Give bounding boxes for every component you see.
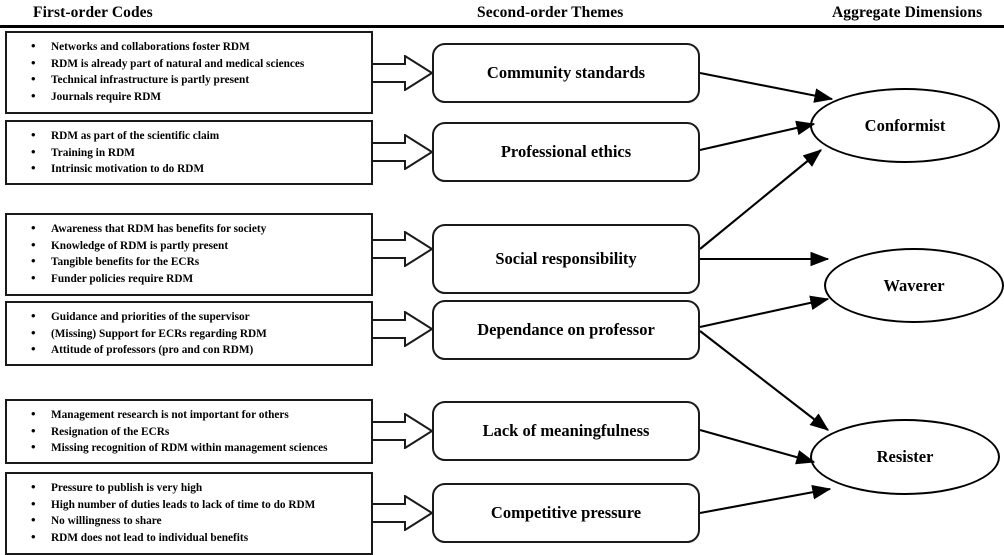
list-item: Intrinsic motivation to do RDM	[15, 160, 367, 178]
list-item: Tangible benefits for the ECRs	[15, 253, 367, 271]
code-list: Guidance and priorities of the superviso…	[15, 308, 367, 359]
theme-label: Community standards	[486, 63, 646, 82]
first-order-box-social-responsibility: Awareness that RDM has benefits for soci…	[5, 213, 373, 296]
link-community-standards-to-conformist	[699, 71, 834, 103]
theme-label: Professional ethics	[500, 142, 632, 161]
dimension-label: Resister	[876, 447, 934, 466]
list-item: Training in RDM	[15, 144, 367, 162]
list-item: Technical infrastructure is partly prese…	[15, 71, 367, 89]
second-order-theme-professional-ethics: Professional ethics	[432, 122, 700, 182]
theme-label: Lack of meaningfulness	[482, 421, 650, 440]
column-header-first-order: First-order Codes	[33, 4, 153, 21]
second-order-theme-social-responsibility: Social responsibility	[432, 224, 700, 294]
first-order-box-competitive-pressure: Pressure to publish is very high High nu…	[5, 472, 373, 555]
list-item: High number of duties leads to lack of t…	[15, 496, 367, 514]
block-arrow-icon-social-responsibility	[372, 231, 434, 267]
list-item: Knowledge of RDM is partly present	[15, 237, 367, 255]
list-item: Journals require RDM	[15, 88, 367, 106]
list-item: Networks and collaborations foster RDM	[15, 38, 367, 56]
link-competitive-pressure-to-resister	[699, 484, 832, 515]
list-item: No willingness to share	[15, 512, 367, 530]
list-item: Management research is not important for…	[15, 406, 367, 424]
block-arrow-icon-professional-ethics	[372, 134, 434, 170]
second-order-theme-community-standards: Community standards	[432, 43, 700, 103]
block-arrow-icon-competitive-pressure	[372, 495, 434, 531]
list-item: Pressure to publish is very high	[15, 479, 367, 497]
column-header-second-order: Second-order Themes	[477, 4, 624, 21]
dimension-label: Waverer	[883, 275, 945, 295]
second-order-theme-dependance-on-professor: Dependance on professor	[432, 300, 700, 360]
code-list: Networks and collaborations foster RDM R…	[15, 38, 367, 106]
list-item: Attitude of professors (pro and con RDM)	[15, 341, 367, 359]
link-professional-ethics-to-conformist	[699, 120, 816, 152]
list-item: RDM as part of the scientific claim	[15, 127, 367, 145]
second-order-theme-competitive-pressure: Competitive pressure	[432, 483, 700, 543]
code-list: RDM as part of the scientific claim Trai…	[15, 127, 367, 178]
aggregate-dimension-resister: Resister	[810, 419, 1000, 495]
column-header-aggregate: Aggregate Dimensions	[832, 4, 983, 21]
link-dependance-on-professor-to-resister	[699, 330, 829, 431]
list-item: RDM is already part of natural and medic…	[15, 55, 367, 73]
aggregate-dimension-conformist: Conformist	[810, 88, 1000, 163]
first-order-box-community-standards: Networks and collaborations foster RDM R…	[5, 31, 373, 114]
list-item: Guidance and priorities of the superviso…	[15, 308, 367, 326]
theme-label: Social responsibility	[495, 249, 637, 268]
block-arrow-icon-dependance-on-professor	[372, 311, 434, 347]
list-item: (Missing) Support for ECRs regarding RDM	[15, 325, 367, 343]
theme-label: Competitive pressure	[490, 503, 642, 522]
link-social-responsibility-to-conformist	[699, 149, 822, 250]
list-item: Awareness that RDM has benefits for soci…	[15, 220, 367, 238]
first-order-box-lack-of-meaningfulness: Management research is not important for…	[5, 399, 373, 464]
second-order-theme-lack-of-meaningfulness: Lack of meaningfulness	[432, 401, 700, 461]
theme-label: Dependance on professor	[477, 320, 655, 339]
link-lack-of-meaningfulness-to-resister	[699, 428, 816, 465]
link-dependance-on-professor-to-waverer	[699, 295, 830, 329]
header-divider-rule	[0, 25, 1004, 28]
list-item: RDM does not lead to individual benefits	[15, 529, 367, 547]
list-item: Missing recognition of RDM within manage…	[15, 439, 367, 457]
list-item: Resignation of the ECRs	[15, 423, 367, 441]
code-list: Management research is not important for…	[15, 406, 367, 457]
first-order-box-professional-ethics: RDM as part of the scientific claim Trai…	[5, 120, 373, 185]
code-list: Pressure to publish is very high High nu…	[15, 479, 367, 547]
first-order-box-dependance-on-professor: Guidance and priorities of the superviso…	[5, 301, 373, 366]
aggregate-dimension-waverer: Waverer	[824, 248, 1004, 323]
block-arrow-icon-lack-of-meaningfulness	[372, 413, 434, 449]
block-arrow-icon-community-standards	[372, 55, 434, 91]
list-item: Funder policies require RDM	[15, 270, 367, 288]
dimension-label: Conformist	[864, 115, 946, 135]
code-list: Awareness that RDM has benefits for soci…	[15, 220, 367, 288]
